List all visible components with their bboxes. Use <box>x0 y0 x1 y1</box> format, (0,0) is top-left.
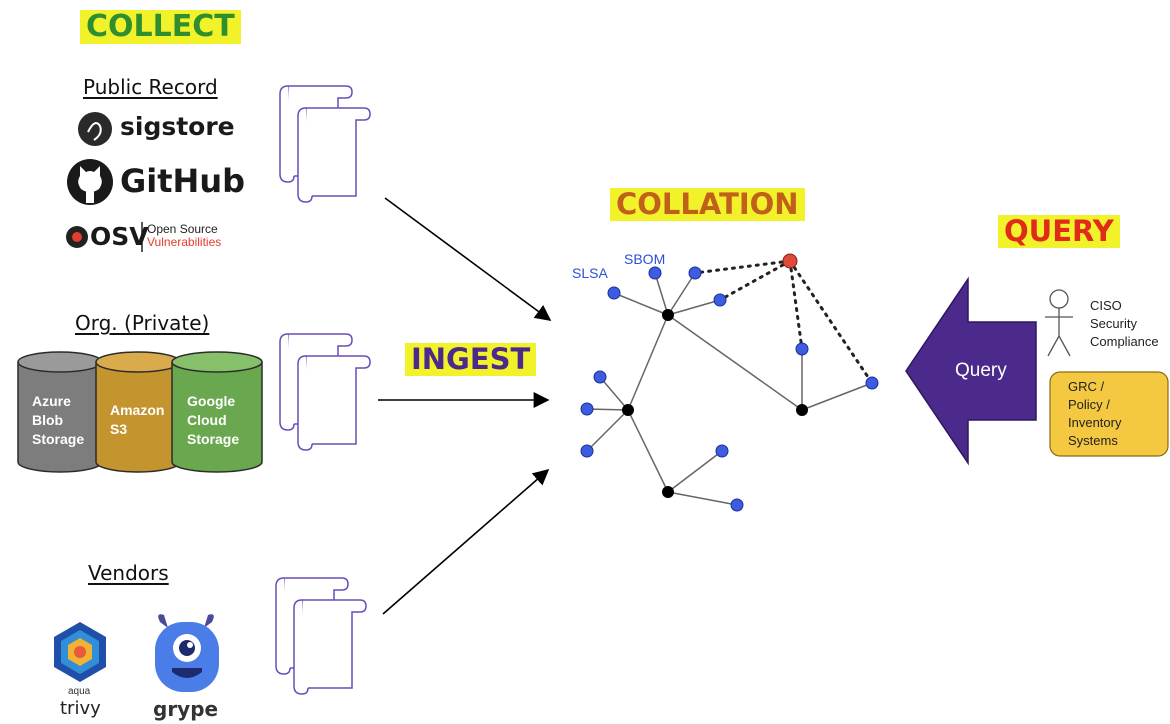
osv-subtitle-line-2: Vulnerabilities <box>147 235 222 249</box>
query-arrow-icon <box>905 276 1037 466</box>
grype-icon <box>155 614 219 692</box>
scroll-doc-icon-public <box>279 85 371 203</box>
amazon-cylinder-icon <box>95 351 181 473</box>
persona-text: CISO Security Compliance <box>1090 297 1159 351</box>
ingest-arrow-top <box>384 197 552 321</box>
grype-logo-text: grype <box>153 697 219 721</box>
graph-edges <box>586 272 873 506</box>
trivy-logo-text: trivy <box>60 698 101 719</box>
persona-line-ciso: CISO <box>1090 298 1122 313</box>
azure-line-2: Blob <box>32 412 64 428</box>
scroll-doc-icon-private <box>279 333 371 451</box>
org-private-label: Org. (Private) <box>75 311 210 335</box>
osv-logo-text: OSV <box>90 222 149 251</box>
google-cylinder-icon <box>171 351 263 473</box>
trivy-icon <box>54 622 106 682</box>
systems-line-2: Policy / <box>1068 397 1110 412</box>
graph-dotted-edges <box>693 259 874 385</box>
systems-line-4: Systems <box>1068 433 1118 448</box>
collect-heading: COLLECT <box>80 10 241 44</box>
amazon-line-2: S3 <box>110 421 128 437</box>
persona-line-security: Security <box>1090 316 1137 331</box>
azure-line-3: Storage <box>32 431 85 447</box>
osv-subtitle-line-1: Open Source <box>147 222 218 236</box>
amazon-storage-label: Amazon S3 <box>110 401 164 439</box>
google-storage-label: Google Cloud Storage <box>187 392 239 449</box>
scroll-doc-icon-vendors <box>275 577 367 695</box>
systems-line-3: Inventory <box>1068 415 1122 430</box>
github-logo-text: GitHub <box>120 162 245 200</box>
ingest-arrow-bottom <box>382 468 550 615</box>
azure-storage-label: Azure Blob Storage <box>32 392 84 449</box>
systems-text: GRC / Policy / Inventory Systems <box>1068 378 1121 450</box>
persona-line-compliance: Compliance <box>1090 334 1159 349</box>
collation-heading: COLLATION <box>610 188 805 221</box>
google-line-2: Cloud <box>187 412 227 428</box>
graph-nodes <box>580 253 879 512</box>
github-icon <box>67 159 113 205</box>
aqua-logo-text: aqua <box>68 686 91 697</box>
google-line-1: Google <box>187 393 236 409</box>
persona-stick-figure-icon <box>1045 289 1073 357</box>
slsa-node-label: SLSA <box>572 265 608 281</box>
osv-icon <box>66 222 143 252</box>
azure-cylinder-icon <box>17 351 103 473</box>
query-arrow-label: Query <box>955 360 1007 381</box>
sigstore-icon <box>78 112 112 146</box>
sbom-node-label: SBOM <box>624 251 666 267</box>
ingest-heading: INGEST <box>405 343 537 376</box>
google-line-3: Storage <box>187 431 240 447</box>
sigstore-logo-text: sigstore <box>120 112 235 141</box>
public-record-label: Public Record <box>83 75 218 99</box>
vendors-label: Vendors <box>88 561 169 585</box>
osv-subtitle: Open Source Vulnerabilities <box>147 223 221 249</box>
azure-line-1: Azure <box>32 393 71 409</box>
systems-box <box>1049 371 1169 457</box>
systems-line-1: GRC / <box>1068 379 1105 394</box>
query-heading: QUERY <box>998 215 1120 248</box>
amazon-line-1: Amazon <box>110 402 165 418</box>
